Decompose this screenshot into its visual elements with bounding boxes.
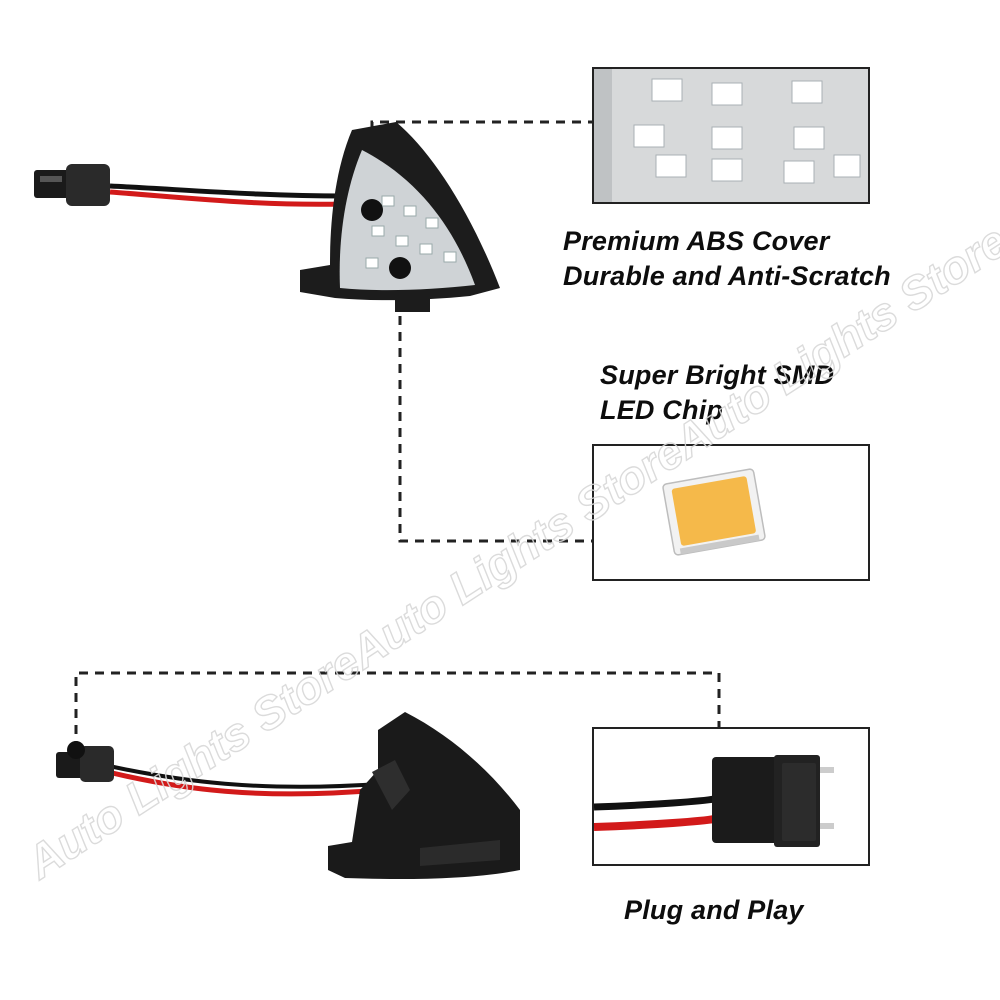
feature-plug-text: Plug and Play (624, 893, 804, 928)
puddle-lamp-back (56, 712, 520, 880)
inset-plug-connector (592, 727, 870, 866)
feature-plug-line1: Plug and Play (624, 895, 804, 925)
feature-chip-line1: Super Bright SMD (600, 360, 835, 390)
smd-chip-image (662, 468, 766, 556)
plug-connector-image (594, 755, 834, 847)
feature-cover-line2: Durable and Anti-Scratch (563, 261, 891, 291)
leader-line-plug (74, 671, 721, 750)
leader-line-cover (370, 120, 592, 210)
feature-chip-text: Super Bright SMD LED Chip (600, 358, 834, 428)
puddle-lamp-front (34, 122, 500, 312)
leader-lines (74, 120, 721, 750)
inset-smd-chip (592, 444, 870, 581)
feature-cover-text: Premium ABS Cover Durable and Anti-Scrat… (563, 224, 891, 294)
feature-chip-line2: LED Chip (600, 395, 724, 425)
cover-closeup-image (594, 69, 868, 202)
inset-cover-closeup (592, 67, 870, 204)
leader-line-chip (398, 268, 592, 543)
feature-cover-line1: Premium ABS Cover (563, 226, 830, 256)
